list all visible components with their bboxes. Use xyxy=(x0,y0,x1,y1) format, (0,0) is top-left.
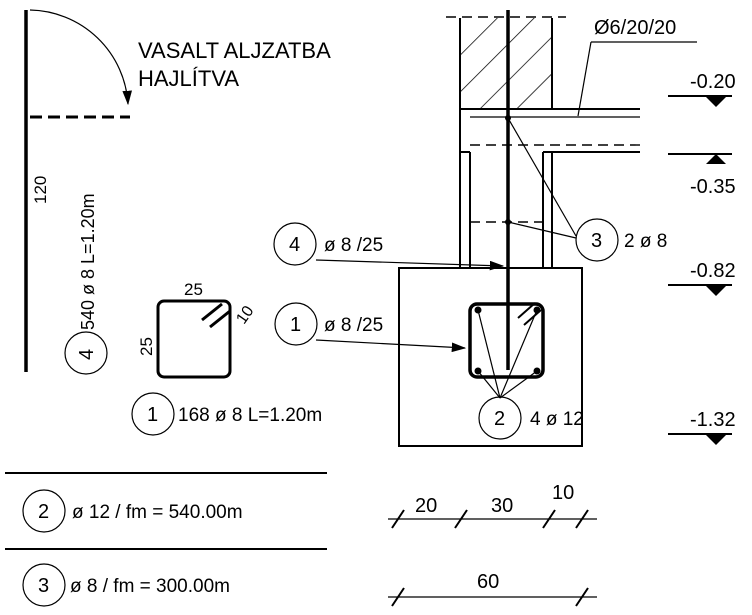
summary-line-2: ø 12 / fm = 540.00m xyxy=(72,502,243,523)
bar4-spec: 540 ø 8 L=1.20m xyxy=(78,193,98,330)
mesh-callout: Ø6/20/20 xyxy=(594,17,676,39)
svg-text:3: 3 xyxy=(591,230,602,252)
stirrup-dim-top: 25 xyxy=(184,280,203,299)
bar4-marker: 4 xyxy=(64,331,108,375)
svg-text:2: 2 xyxy=(494,408,505,430)
callout-4: 4 ø 8 /25 xyxy=(273,222,505,271)
stirrup-hook-a xyxy=(201,302,223,322)
svg-text:1: 1 xyxy=(290,314,301,336)
bar4-marker-text: 4 xyxy=(76,349,98,360)
stirrup-hook-dim: 10 xyxy=(233,303,257,327)
note-line2: HAJLÍTVA xyxy=(138,66,239,91)
svg-text:-0.35: -0.35 xyxy=(690,176,736,198)
svg-text:-0.20: -0.20 xyxy=(690,71,736,93)
svg-text:-0.82: -0.82 xyxy=(690,260,736,282)
svg-text:3: 3 xyxy=(38,575,49,597)
summary-marker-2: 2 xyxy=(22,489,66,533)
note-line1: VASALT ALJZATBA xyxy=(138,38,331,63)
dim-c: 10 xyxy=(552,482,574,504)
dim-total: 60 xyxy=(477,571,499,593)
bend-arrow xyxy=(29,9,132,106)
bar-length-label: 120 xyxy=(31,176,50,204)
summary-marker-3: 3 xyxy=(22,563,66,607)
svg-text:4: 4 xyxy=(289,234,300,256)
dimension-chain: 20 30 10 xyxy=(388,482,597,529)
stirrup-marker: 1 xyxy=(131,392,175,436)
dim-a: 20 xyxy=(415,495,437,517)
summary-line-3: ø 8 / fm = 300.00m xyxy=(70,576,230,597)
dimension-total: 60 xyxy=(388,571,597,607)
masonry-wall xyxy=(460,18,552,109)
stirrup-detail xyxy=(156,299,232,379)
stirrup-dim-side: 25 xyxy=(137,337,156,356)
dim-b: 30 xyxy=(491,495,513,517)
callout-3: 3 2 ø 8 xyxy=(507,117,667,262)
level-0-20: -0.20 xyxy=(668,71,736,107)
svg-text:-1.32: -1.32 xyxy=(690,409,736,431)
level-0-35: -0.35 xyxy=(668,153,736,198)
callout-2: 2 4 ø 12 xyxy=(477,309,584,440)
level-0-82: -0.82 xyxy=(668,260,736,296)
callout-2-text: 4 ø 12 xyxy=(530,409,584,430)
callout-1: 1 ø 8 /25 xyxy=(274,302,467,353)
bent-bar-detail xyxy=(24,9,132,372)
svg-text:2: 2 xyxy=(38,501,49,523)
stirrup-spec: 168 ø 8 L=1.20m xyxy=(178,405,322,426)
callout-1-text: ø 8 /25 xyxy=(324,315,383,336)
section-drawing xyxy=(398,10,640,447)
stirrup-shape xyxy=(156,299,232,379)
callout-3-text: 2 ø 8 xyxy=(624,231,667,252)
svg-text:1: 1 xyxy=(147,404,158,426)
level-1-32: -1.32 xyxy=(668,409,736,445)
callout-4-text: ø 8 /25 xyxy=(324,235,383,256)
